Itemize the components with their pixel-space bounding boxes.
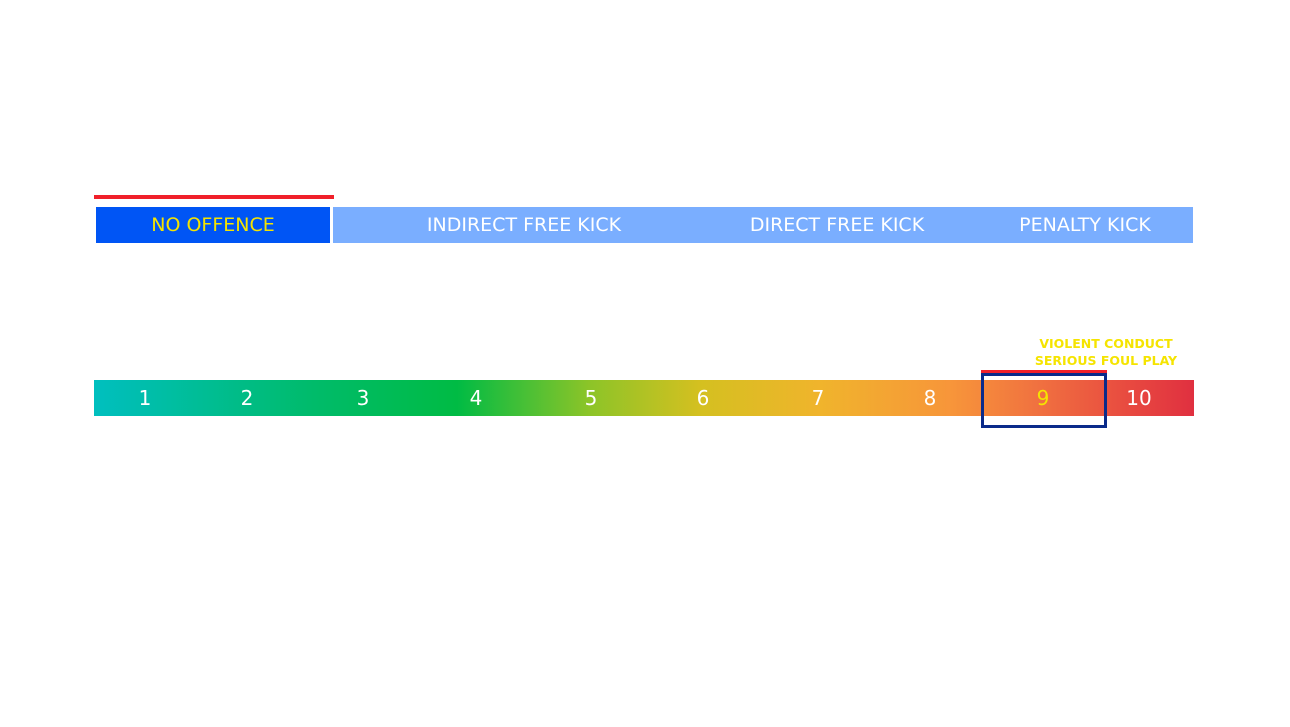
scale-number-9-highlighted: 9 — [1036, 386, 1050, 410]
no-offence-label: NO OFFENCE — [151, 214, 275, 236]
no-offence-underline-marker — [94, 195, 334, 199]
scale-number-3: 3 — [356, 386, 370, 410]
scale-number-1: 1 — [138, 386, 152, 410]
selection-box — [981, 373, 1107, 428]
scale-number-7: 7 — [811, 386, 825, 410]
penalty-kick-label: PENALTY KICK — [1019, 214, 1151, 236]
scale-number-2: 2 — [240, 386, 254, 410]
annotation: VIOLENT CONDUCT SERIOUS FOUL PLAY — [1035, 335, 1177, 369]
no-offence-band: NO OFFENCE — [96, 207, 330, 243]
scale-number-5: 5 — [584, 386, 598, 410]
scale-number-10: 10 — [1126, 386, 1152, 410]
annotation-serious-foul-play: SERIOUS FOUL PLAY — [1034, 353, 1178, 368]
scale-number-8: 8 — [923, 386, 937, 410]
scale-number-6: 6 — [696, 386, 710, 410]
severity-gradient-bar — [94, 380, 1194, 416]
highlight-red-marker — [981, 370, 1107, 373]
direct-free-kick-label: DIRECT FREE KICK — [749, 214, 925, 236]
indirect-free-kick-label: INDIRECT FREE KICK — [426, 214, 622, 236]
annotation-violent-conduct: VIOLENT CONDUCT — [1039, 336, 1173, 351]
scale-number-4: 4 — [469, 386, 483, 410]
sanction-band — [333, 207, 1193, 243]
